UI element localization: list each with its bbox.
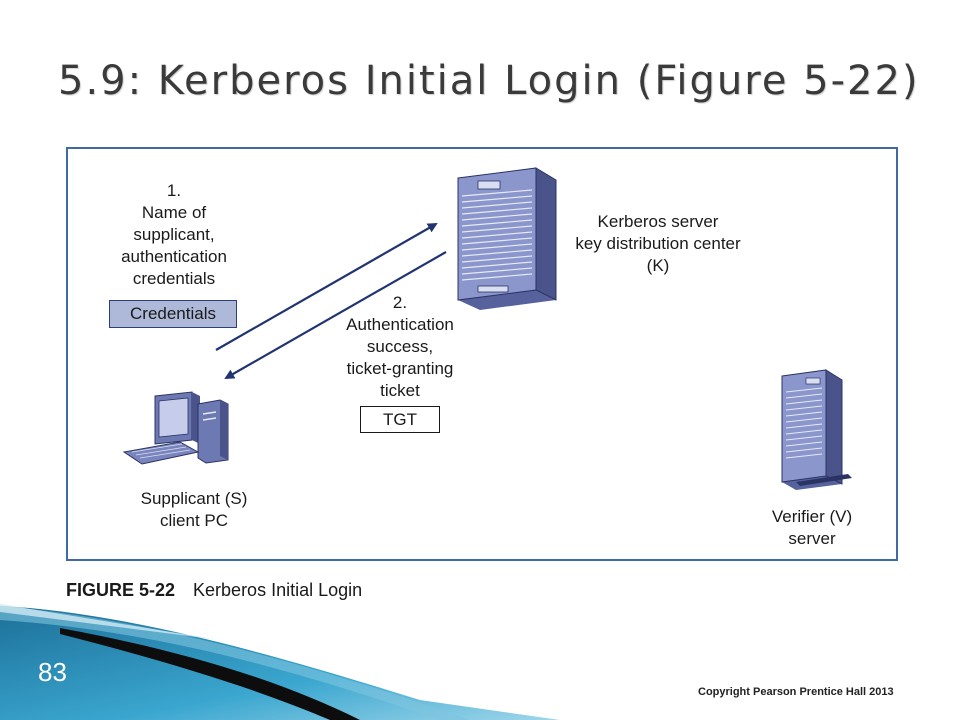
page-number: 83 [38, 657, 67, 687]
slide-title: 5.9: Kerberos Initial Login (Figure 5-22… [58, 58, 920, 104]
verifier-server-icon [781, 369, 852, 490]
figure-caption-text: Kerberos Initial Login [193, 580, 363, 600]
kerberos-server-label: Kerberos server key distribution center … [575, 212, 741, 275]
credentials-box: Credentials [109, 300, 237, 328]
arrow-to-supplicant [224, 251, 447, 379]
arrow-to-kdc [215, 223, 438, 351]
figure-caption: FIGURE 5-22 Kerberos Initial Login [66, 580, 362, 601]
figure-number: FIGURE 5-22 [66, 580, 176, 600]
copyright-notice: Copyright Pearson Prentice Hall 2013 [698, 686, 894, 698]
kerberos-server-icon [457, 167, 557, 310]
step1-label: 1. Name of supplicant, authentication cr… [121, 181, 227, 288]
supplicant-label: Supplicant (S) client PC [140, 489, 248, 530]
step2-label: 2. Authentication success, ticket-granti… [346, 293, 454, 400]
client-pc-icon [122, 391, 229, 465]
verifier-label: Verifier (V) server [771, 507, 853, 548]
tgt-box: TGT [360, 406, 440, 433]
